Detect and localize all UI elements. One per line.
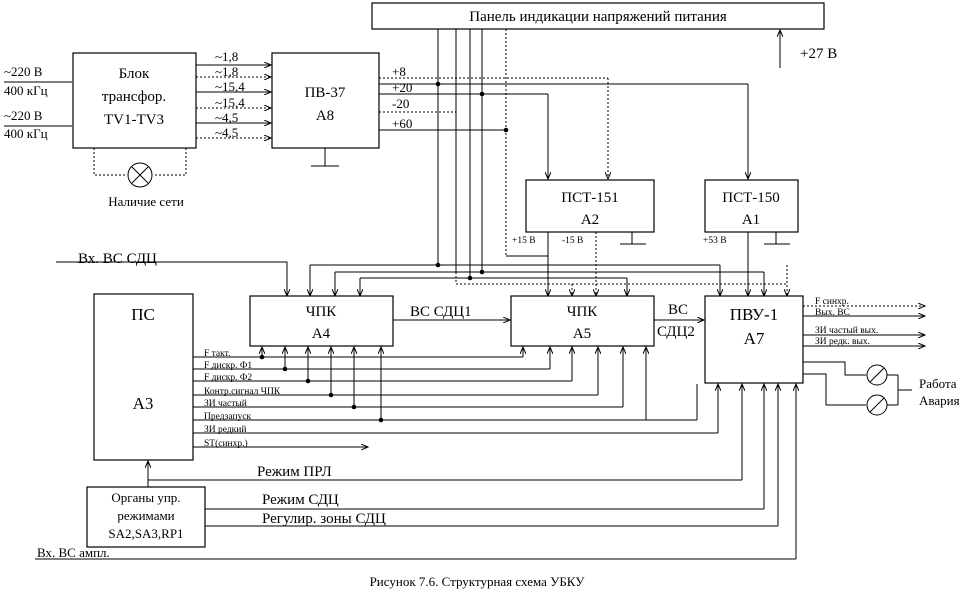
power-indication-panel bbox=[371, 2, 825, 30]
pst151-m15: -15 В bbox=[562, 236, 583, 246]
pvu-out-1: Вых. ВС bbox=[815, 308, 850, 318]
chpk4-name: ЧПК bbox=[306, 304, 338, 320]
pvu-code: А7 bbox=[744, 329, 765, 348]
tv-out-3: ~15,4 bbox=[215, 95, 245, 110]
pv37-out-3: +60 bbox=[392, 116, 412, 131]
chpk5-block bbox=[510, 295, 655, 347]
rezhim-sdc-label: Режим СДЦ bbox=[262, 492, 339, 508]
avariya-label: Авария bbox=[919, 393, 960, 408]
pv37-name: ПВ-37 bbox=[305, 85, 346, 101]
input2-voltage: ~220 В bbox=[4, 108, 43, 123]
pvu-block bbox=[704, 295, 804, 384]
chpk4-block bbox=[249, 295, 394, 347]
ps-sig-4: ЗИ частый bbox=[204, 398, 247, 409]
panel-title: Панель индикации напряжений питания bbox=[469, 9, 727, 25]
organy-l2: режимами bbox=[117, 508, 174, 523]
ps-block bbox=[93, 293, 194, 461]
tv-out-4: ~4,5 bbox=[215, 110, 238, 125]
organy-l1: Органы упр. bbox=[111, 490, 180, 505]
chpk4-code: А4 bbox=[312, 326, 331, 342]
ps-sig-5: Предзапуск bbox=[204, 412, 252, 422]
tv-out-2: ~15,4 bbox=[215, 79, 245, 94]
pst151-name: ПСТ-151 bbox=[561, 190, 619, 206]
pst150-block bbox=[704, 179, 799, 233]
ps-sig-3: Контр.сигнал ЧПК bbox=[204, 387, 281, 397]
plus27-label: +27 В bbox=[800, 46, 837, 62]
control-organs-block bbox=[86, 486, 206, 548]
pvu-out-3: ЗИ редк. вых. bbox=[815, 337, 870, 347]
lamp-icon bbox=[127, 162, 153, 188]
chpk5-name: ЧПК bbox=[567, 304, 599, 320]
tv-out-0: ~1,8 bbox=[215, 49, 238, 64]
regulir-label: Регулир. зоны СДЦ bbox=[262, 511, 386, 527]
vx-amp-label: Вх. ВС ампл. bbox=[37, 545, 110, 560]
pst151-block bbox=[525, 179, 655, 233]
vx-vs-sdc-label: Вх. ВС СДЦ bbox=[78, 251, 157, 267]
input1-voltage: ~220 В bbox=[4, 64, 43, 79]
vs-sdc2-a: ВС bbox=[668, 302, 688, 318]
pvu-out-2: ЗИ частый вых. bbox=[815, 325, 878, 336]
transformer-l3: TV1-TV3 bbox=[104, 112, 164, 128]
tv-out-1: ~1,8 bbox=[215, 64, 238, 79]
tv-out-5: ~4,5 bbox=[215, 125, 238, 140]
transformer-block bbox=[72, 52, 197, 149]
ps-sig-2: F дискр. Ф2 bbox=[204, 373, 252, 383]
pvu-output-lines bbox=[803, 306, 925, 346]
ps-sig-7: SТ(синхр.) bbox=[204, 438, 248, 449]
pv37-out-1: +20 bbox=[392, 80, 412, 95]
transformer-l2: трансфор. bbox=[102, 89, 166, 105]
pst150-code: А1 bbox=[742, 212, 760, 228]
pv37-out-0: +8 bbox=[392, 64, 406, 79]
pv37-code: А8 bbox=[316, 108, 334, 124]
pvu-name: ПВУ-1 bbox=[730, 305, 778, 324]
ps-code: А3 bbox=[133, 394, 154, 413]
input2-freq: 400 кГц bbox=[4, 126, 48, 141]
vs-sdc2-b: СДЦ2 bbox=[657, 324, 695, 340]
chpk5-code: А5 bbox=[573, 326, 591, 342]
ps-name: ПС bbox=[131, 305, 155, 324]
lamp-label: Наличие сети bbox=[108, 194, 184, 209]
ps-signal-lines bbox=[193, 347, 718, 447]
rezhim-prl-label: Режим ПРЛ bbox=[257, 464, 332, 480]
ps-sig-1: F дискр. Ф1 bbox=[204, 361, 252, 371]
pst151-code: А2 bbox=[581, 212, 599, 228]
organy-l3: SA2,SA3,RP1 bbox=[108, 526, 183, 541]
pvu-out-0: F синхр. bbox=[815, 297, 849, 307]
pv37-out-2: -20 bbox=[392, 96, 409, 111]
pst150-name: ПСТ-150 bbox=[722, 190, 780, 206]
transformer-l1: Блок bbox=[119, 66, 150, 82]
vs-sdc1-label: ВС СДЦ1 bbox=[410, 304, 472, 320]
pst151-p15: +15 В bbox=[512, 236, 536, 246]
rabota-label: Работа bbox=[919, 376, 957, 391]
ps-sig-6: ЗИ редкий bbox=[204, 424, 246, 435]
pv37-block bbox=[271, 52, 380, 149]
power-bus bbox=[310, 232, 787, 296]
figure-caption: Рисунок 7.6. Структурная схема УБКУ bbox=[370, 574, 586, 589]
pst150-p53: +53 В bbox=[703, 236, 727, 246]
input1-freq: 400 кГц bbox=[4, 83, 48, 98]
tv-output-lines bbox=[196, 65, 271, 138]
pv37-output-lines bbox=[379, 77, 748, 179]
ps-sig-0: F такт. bbox=[204, 349, 230, 359]
